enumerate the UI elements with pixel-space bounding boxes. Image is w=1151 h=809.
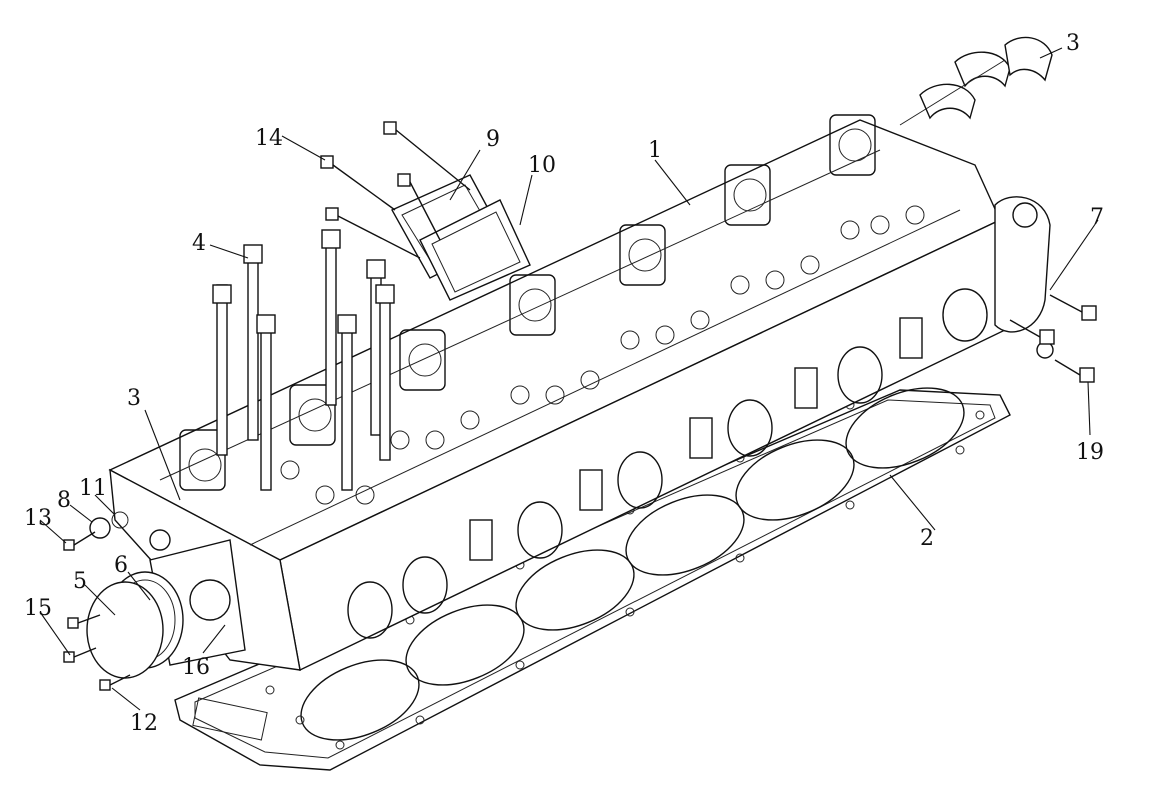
callout-3-right: 3 (1066, 31, 1080, 56)
callout-7: 7 (1090, 205, 1104, 230)
callout-3-left: 3 (127, 386, 141, 411)
flange-bolts (1009, 294, 1097, 383)
cam-bearing-caps (899, 36, 1053, 126)
callout-9: 9 (486, 127, 500, 152)
head-gasket (174, 387, 1011, 771)
callout-11: 11 (79, 476, 107, 501)
callout-16: 16 (182, 655, 210, 680)
callout-8: 8 (57, 488, 71, 513)
callout-13: 13 (24, 506, 52, 531)
leader-lines (39, 47, 1099, 711)
callout-19: 19 (1076, 440, 1104, 465)
callout-labels: 1 2 3 3 4 5 6 7 8 9 10 11 12 13 14 15 16… (24, 31, 1104, 736)
cylinder-head-body (108, 114, 1054, 672)
callout-10: 10 (528, 153, 556, 178)
callout-1: 1 (648, 138, 662, 163)
callout-5: 5 (73, 569, 87, 594)
callout-4: 4 (192, 231, 206, 256)
callout-15: 15 (24, 596, 52, 621)
callout-6: 6 (114, 553, 128, 578)
head-bolts (212, 229, 395, 491)
callout-2: 2 (920, 526, 934, 551)
callout-12: 12 (130, 711, 158, 736)
callout-14: 14 (255, 126, 283, 151)
cover-plate-gasket (320, 121, 531, 301)
